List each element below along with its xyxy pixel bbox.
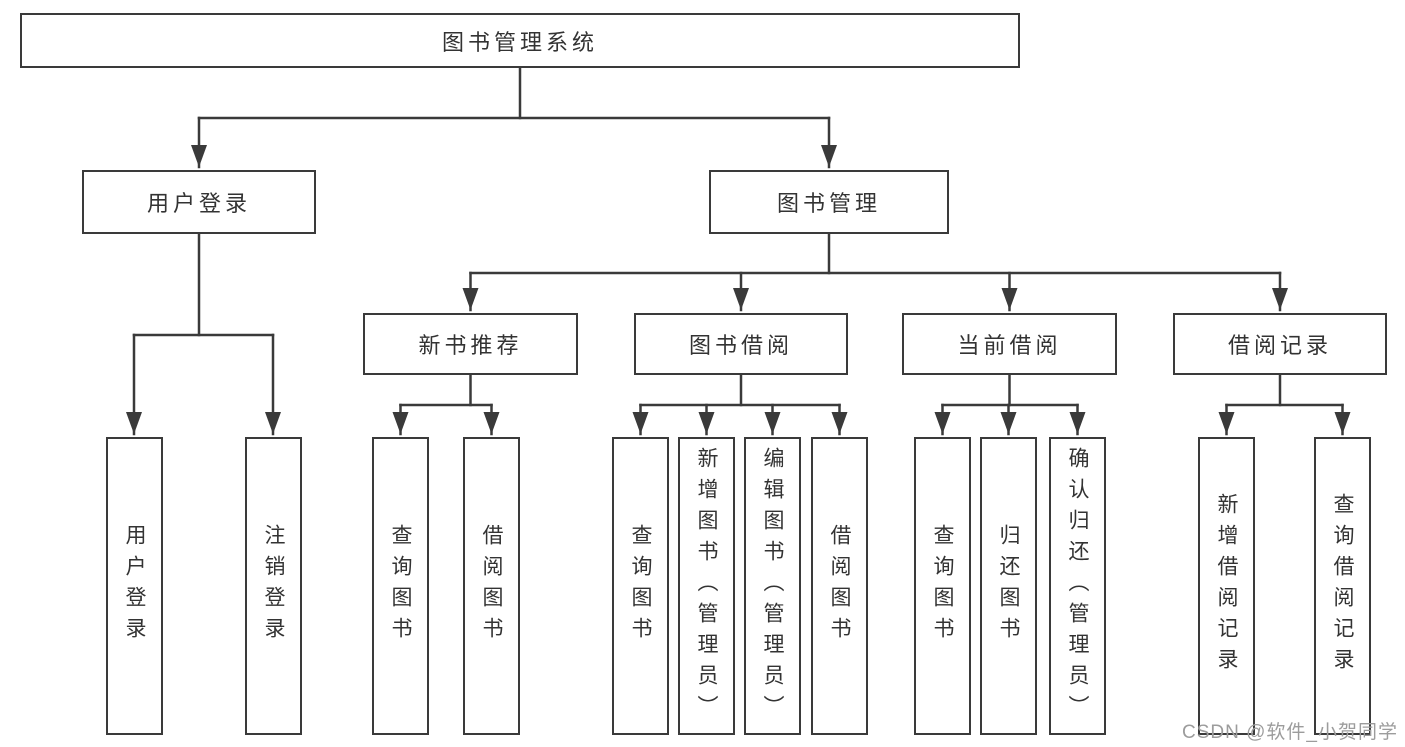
- node-label: 当前借阅: [957, 333, 1062, 358]
- leaf-current-query-books: 查询图书: [914, 437, 971, 735]
- node-book-management: 图书管理: [709, 170, 949, 234]
- edge-current-borrowing-children: [934, 373, 1086, 436]
- node-book-borrowing: 图书借阅: [634, 313, 848, 375]
- leaf-recommend-query-books: 查询图书: [372, 437, 429, 735]
- leaf-label: 查询图书: [629, 524, 652, 648]
- leaf-borrowing-borrow-books: 借阅图书: [811, 437, 868, 735]
- edge-book-management-children: [462, 232, 1288, 312]
- leaf-label: 新增借阅记录: [1215, 493, 1238, 679]
- node-label: 图书借阅: [688, 333, 793, 358]
- leaf-label: 借阅图书: [828, 524, 851, 648]
- leaf-borrowing-add-books-admin: 新增图书（管理员）: [678, 437, 735, 735]
- leaf-borrowing-query-books: 查询图书: [612, 437, 669, 735]
- leaf-label: 查询图书: [931, 524, 954, 648]
- leaf-logout: 注销登录: [245, 437, 302, 735]
- leaf-label: 确认归还（管理员）: [1066, 446, 1089, 726]
- node-borrow-records: 借阅记录: [1173, 313, 1387, 375]
- node-root-system: 图书管理系统: [20, 13, 1020, 68]
- leaf-label: 用户登录: [123, 524, 146, 648]
- node-label: 借阅记录: [1227, 333, 1332, 358]
- node-user-login: 用户登录: [82, 170, 316, 234]
- csdn-watermark: CSDN @软件_小贺同学: [1182, 722, 1398, 743]
- edge-user-login-children: [126, 232, 281, 436]
- leaf-label: 归还图书: [997, 524, 1020, 648]
- node-current-borrowing: 当前借阅: [902, 313, 1117, 375]
- node-label: 新书推荐: [418, 333, 523, 358]
- leaf-user-login: 用户登录: [106, 437, 163, 735]
- leaf-current-confirm-return-admin: 确认归还（管理员）: [1049, 437, 1106, 735]
- leaf-label: 注销登录: [262, 524, 285, 648]
- node-label: 图书管理: [776, 191, 881, 216]
- edge-book-borrowing-children: [632, 373, 848, 436]
- leaf-borrowing-edit-books-admin: 编辑图书（管理员）: [744, 437, 801, 735]
- leaf-records-add-record: 新增借阅记录: [1198, 437, 1255, 735]
- node-label: 用户登录: [146, 191, 251, 216]
- leaf-label: 借阅图书: [480, 524, 503, 648]
- node-label: 图书管理系统: [441, 29, 598, 55]
- edge-new-book-recommend-children: [392, 373, 500, 436]
- edge-root-to-level2: [191, 66, 837, 169]
- leaf-label: 查询图书: [389, 524, 412, 648]
- leaf-label: 查询借阅记录: [1331, 493, 1354, 679]
- leaf-label: 编辑图书（管理员）: [761, 446, 784, 726]
- leaf-label: 新增图书（管理员）: [695, 446, 718, 726]
- leaf-recommend-borrow-books: 借阅图书: [463, 437, 520, 735]
- leaf-records-query-record: 查询借阅记录: [1314, 437, 1371, 735]
- node-new-book-recommend: 新书推荐: [363, 313, 578, 375]
- edge-borrow-records-children: [1218, 373, 1351, 436]
- leaf-current-return-books: 归还图书: [980, 437, 1037, 735]
